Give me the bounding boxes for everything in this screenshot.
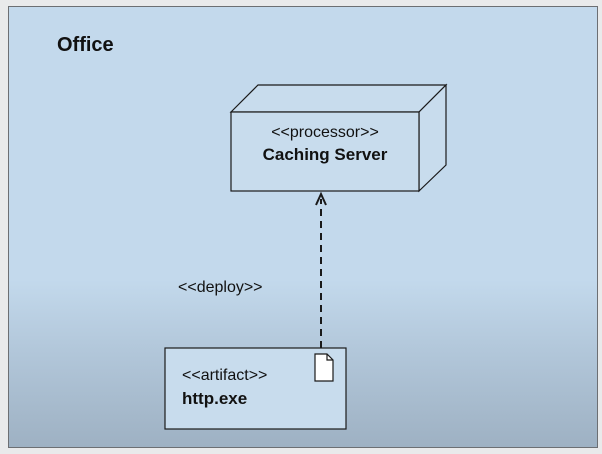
node-stereotype: <<processor>> [271,124,379,141]
document-icon [314,353,334,382]
processor-node[interactable] [229,83,448,193]
artifact-box[interactable] [164,347,347,430]
artifact-stereotype: <<artifact>> [182,367,268,384]
node-top-face [229,84,448,113]
deploy-dependency [315,191,327,348]
artifact-name: http.exe [182,389,248,408]
node-name: Caching Server [262,145,388,164]
node-label-group: <<processor>> Caching Server [231,0,419,164]
node-front-face [230,111,420,192]
boundary-label: Office [57,34,114,56]
dependency-label: <<deploy>> [178,279,263,296]
arrowhead-icon [315,191,327,206]
